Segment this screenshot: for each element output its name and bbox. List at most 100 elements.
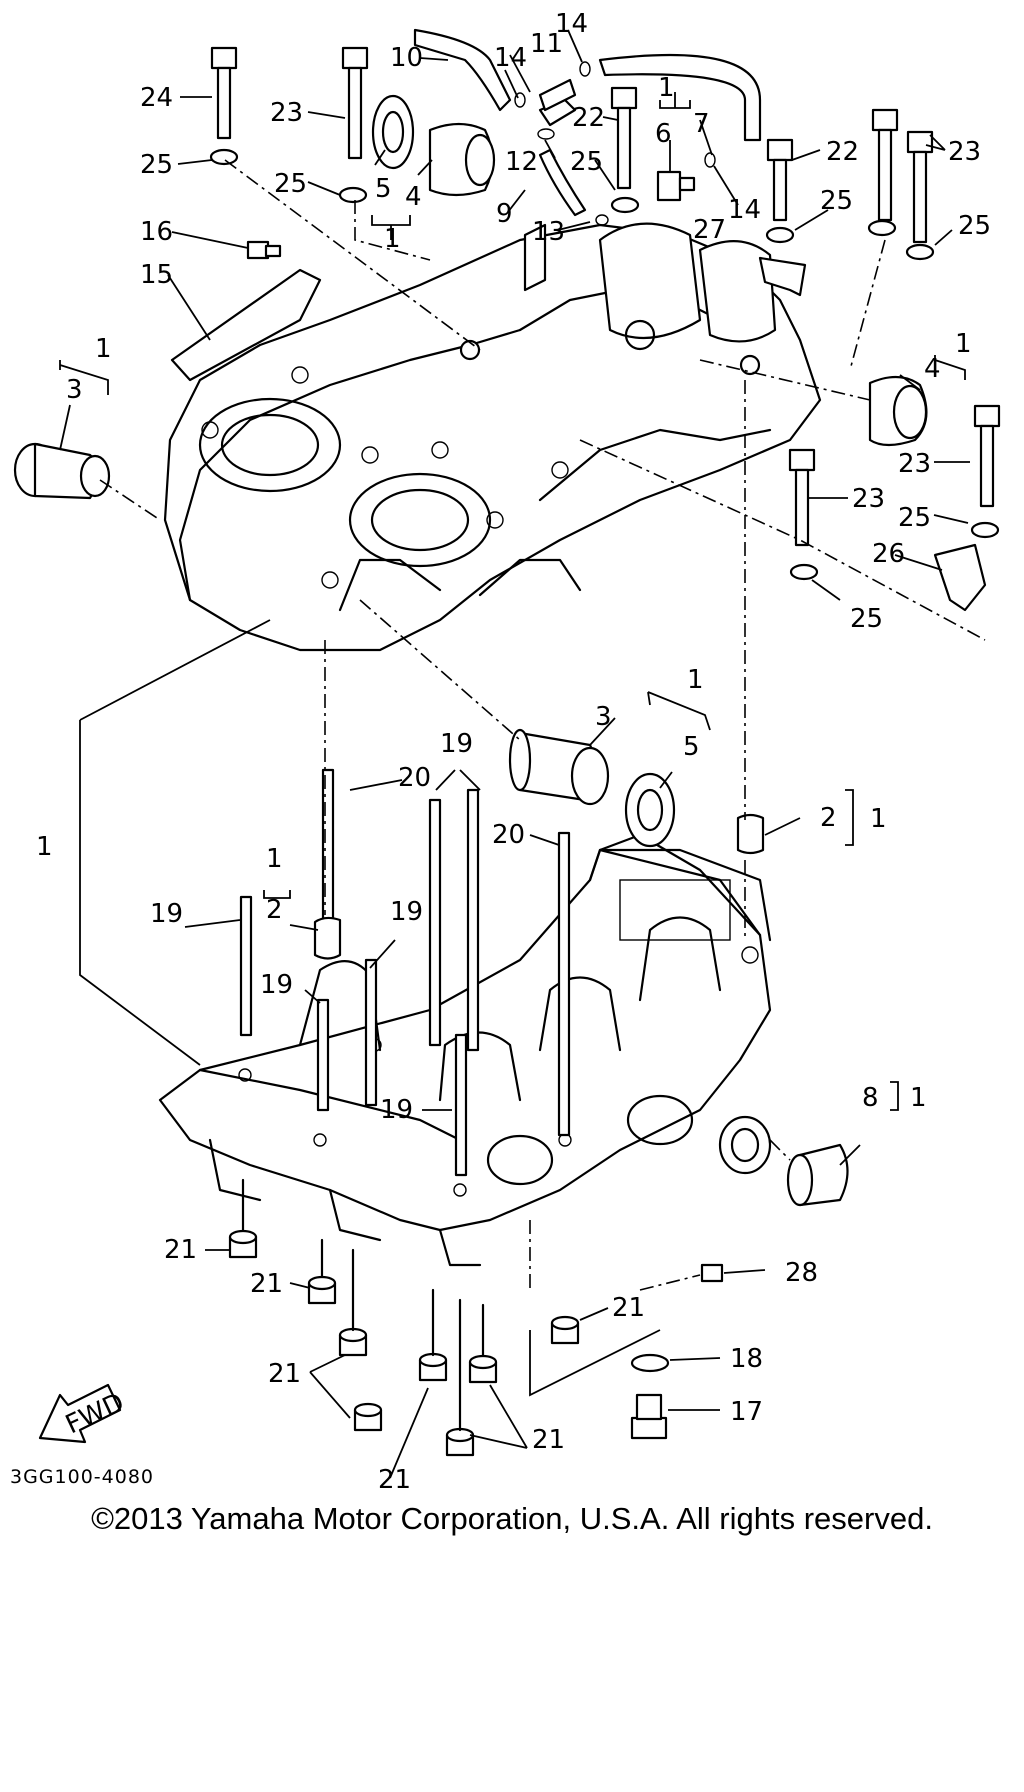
bolt-23-b xyxy=(871,108,899,222)
nut-21-d xyxy=(353,1402,383,1432)
callout-25: 25 xyxy=(958,211,991,241)
callout-22: 22 xyxy=(572,103,605,133)
callout-15: 15 xyxy=(140,260,173,290)
callout-1: 1 xyxy=(910,1083,927,1113)
callout-3: 3 xyxy=(66,375,83,405)
fitting-6 xyxy=(656,170,696,202)
union-11 xyxy=(538,78,577,112)
screw-16 xyxy=(246,240,282,260)
callout-19: 19 xyxy=(440,729,473,759)
callout-19: 19 xyxy=(390,897,423,927)
callout-27: 27 xyxy=(693,215,726,245)
leader-lines xyxy=(59,29,970,1479)
callout-17: 17 xyxy=(730,1397,763,1427)
callout-5: 5 xyxy=(375,174,392,204)
callout-5: 5 xyxy=(683,732,700,762)
callout-25: 25 xyxy=(140,150,173,180)
callout-16: 16 xyxy=(140,217,173,247)
nut-21-c xyxy=(338,1327,368,1357)
callout-1: 1 xyxy=(95,334,112,364)
callout-1: 1 xyxy=(955,329,972,359)
callout-1: 1 xyxy=(266,844,283,874)
dowel-pin-2-left xyxy=(313,916,342,960)
bottom-fasteners xyxy=(228,1178,724,1457)
stud-bolts xyxy=(239,768,571,1177)
callout-26: 26 xyxy=(872,539,905,569)
callout-7: 7 xyxy=(693,109,710,139)
bearing-3-center xyxy=(508,728,610,806)
bearing-8 xyxy=(786,1143,849,1207)
bracket-27 xyxy=(758,256,807,297)
bolt-22-b xyxy=(766,138,794,222)
washer-25-c xyxy=(610,196,640,214)
callout-1: 1 xyxy=(687,665,704,695)
assembly-lines xyxy=(79,159,986,1397)
callout-23: 23 xyxy=(898,449,931,479)
callout-11: 11 xyxy=(530,29,563,59)
copyright-text: ©2013 Yamaha Motor Corporation, U.S.A. A… xyxy=(91,1501,933,1536)
callout-25: 25 xyxy=(898,503,931,533)
crankcase-exploded-diagram: FWD xyxy=(13,9,1001,1495)
bearing-3-left xyxy=(13,442,111,500)
callout-21: 21 xyxy=(164,1235,197,1265)
callout-19: 19 xyxy=(380,1095,413,1125)
oil-seal-5-center xyxy=(624,772,676,848)
callout-10: 10 xyxy=(390,43,423,73)
callout-4: 4 xyxy=(924,354,941,384)
bracket-26 xyxy=(933,543,987,612)
bolt-22-a xyxy=(610,86,638,190)
callout-22: 22 xyxy=(826,137,859,167)
callout-14: 14 xyxy=(494,43,527,73)
washer-25-h xyxy=(789,563,819,581)
nut-21-h xyxy=(550,1315,580,1345)
washer-25-b xyxy=(338,186,368,204)
callout-14: 14 xyxy=(728,195,761,225)
callout-18: 18 xyxy=(730,1344,763,1374)
callout-1: 1 xyxy=(870,804,887,834)
callout-14: 14 xyxy=(555,9,588,39)
nut-21-f xyxy=(468,1354,498,1384)
nut-21-a xyxy=(228,1229,258,1259)
nut-21-e xyxy=(418,1352,448,1382)
callout-1: 1 xyxy=(36,832,53,862)
bolt-23-c xyxy=(906,130,934,244)
nut-21-g xyxy=(445,1427,475,1457)
dowel-pin-2-right xyxy=(736,813,765,855)
fwd-arrow-icon: FWD xyxy=(38,1383,129,1444)
callout-1: 1 xyxy=(658,73,675,103)
bolt-23-a xyxy=(341,46,369,160)
callout-25: 25 xyxy=(570,147,603,177)
callout-20: 20 xyxy=(398,763,431,793)
callout-23: 23 xyxy=(270,98,303,128)
callout-1: 1 xyxy=(384,224,401,254)
callout-20: 20 xyxy=(492,820,525,850)
washer-25-a xyxy=(209,148,239,166)
callout-labels: 24 23 25 25 5 4 1 10 14 11 14 22 12 25 9… xyxy=(36,9,991,1495)
callout-28: 28 xyxy=(785,1258,818,1288)
callout-19: 19 xyxy=(150,899,183,929)
hoses xyxy=(413,28,762,226)
callout-23: 23 xyxy=(852,484,885,514)
bearing-4-right xyxy=(868,375,928,447)
upper-crankcase xyxy=(163,222,822,652)
callout-21: 21 xyxy=(532,1425,565,1455)
bearings xyxy=(13,94,928,1207)
callout-8: 8 xyxy=(862,1083,879,1113)
washer-25-e xyxy=(867,219,897,237)
nut-21-b xyxy=(307,1275,337,1305)
callout-21: 21 xyxy=(268,1359,301,1389)
callout-21: 21 xyxy=(612,1293,645,1323)
oil-seal-5-top xyxy=(371,94,415,170)
bolt-23-e xyxy=(788,448,816,547)
bearing-4-top xyxy=(428,122,496,197)
washer-25-g xyxy=(970,521,1000,539)
callout-21: 21 xyxy=(378,1465,411,1495)
plug-28 xyxy=(700,1263,724,1283)
callout-9: 9 xyxy=(496,199,513,229)
callout-19: 19 xyxy=(260,970,293,1000)
plate-15 xyxy=(170,268,322,382)
callout-12: 12 xyxy=(505,147,538,177)
gasket-18 xyxy=(630,1353,670,1373)
bearing-8-boss xyxy=(718,1115,772,1175)
callout-21: 21 xyxy=(250,1269,283,1299)
